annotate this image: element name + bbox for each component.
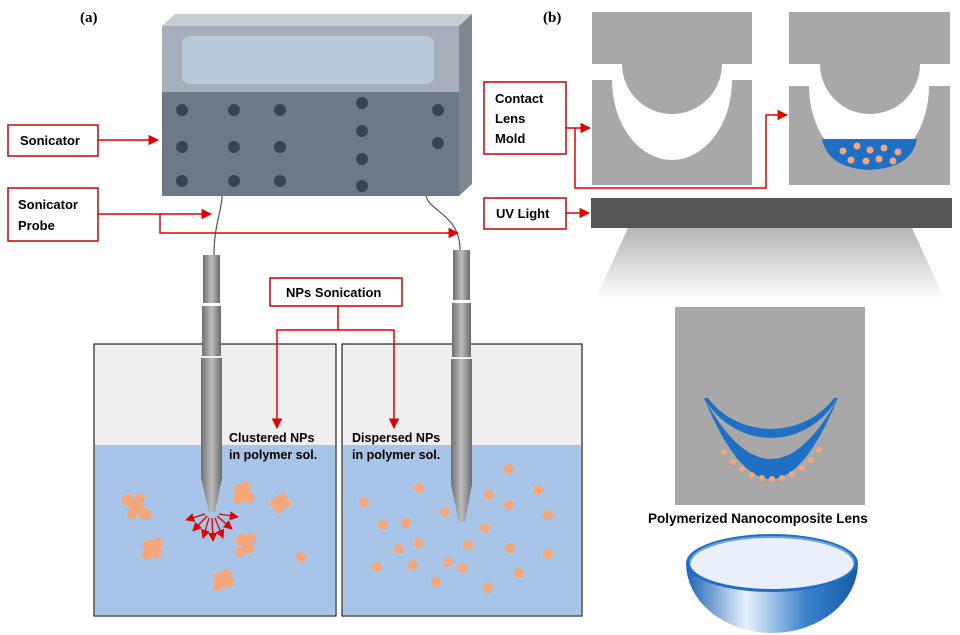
sonicator-device-icon [162,14,472,196]
mold-label-3: Mold [495,131,525,146]
mold-label-1: Contact [495,91,544,106]
clustered-nps-label-2: in polymer sol. [229,448,317,462]
clustered-nps-label: Clustered NPs [229,431,314,445]
polymerized-lens-mold-icon [675,307,865,505]
result-label: Polymerized Nanocomposite Lens [648,511,868,526]
uv-light-label: UV Light [496,206,550,221]
sonicator-callout: Sonicator [7,124,160,157]
sonicator-probe-left-icon [201,255,222,512]
panel-b-letter: (b) [543,10,561,26]
sonicator-probe-callout: Sonicator Probe [7,187,460,242]
nps-sonication-callout: NPs Sonication [269,277,403,430]
clustered-nanoparticles [122,482,306,591]
lens-bowl-icon [686,534,858,633]
contact-lens-mold-callout: Contact Lens Mold [483,81,789,189]
ultrasound-arrows [185,511,239,542]
dispersed-nps-label-2: in polymer sol. [352,448,440,462]
contact-lens-mold-filled-icon [789,12,950,185]
dispersed-nps-label: Dispersed NPs [352,431,440,445]
sonicator-probe-right-icon [451,250,472,522]
panel-a-letter: (a) [80,10,98,26]
sonicator-probe-label-2: Probe [18,218,55,233]
mold-label-2: Lens [495,111,525,126]
sonicator-probe-label: Sonicator [18,197,78,212]
dispersed-nanoparticles [359,464,553,593]
nps-sonication-label: NPs Sonication [286,285,381,300]
contact-lens-mold-empty-icon [592,12,752,185]
sonicator-label: Sonicator [20,133,80,148]
uv-light-callout: UV Light [483,197,591,230]
uv-lamp-icon [591,198,952,300]
